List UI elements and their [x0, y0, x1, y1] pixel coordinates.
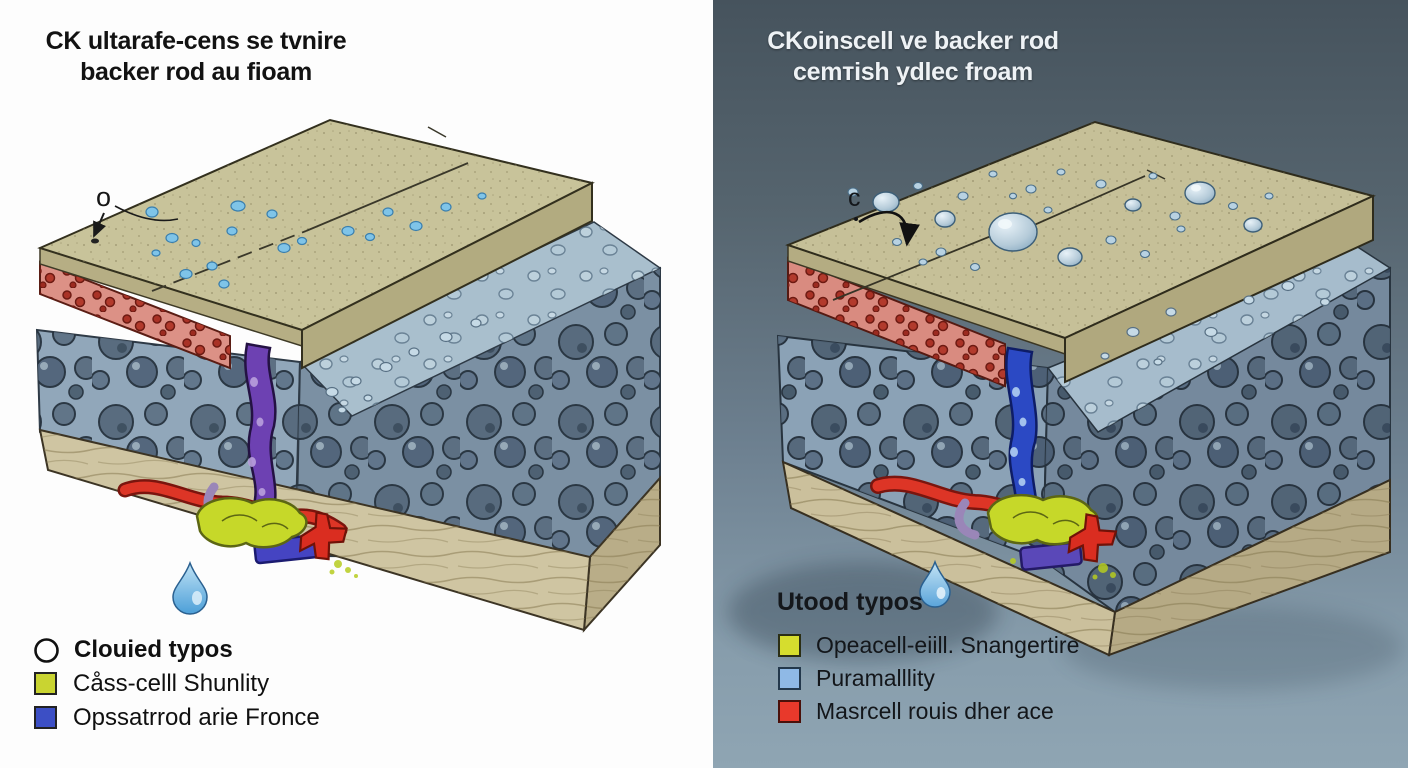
legend-row-open-cell: Cåss-celll Shunlity [33, 667, 320, 701]
legend-label: Opssatrrod arie Fronce [73, 704, 320, 731]
pointer-curve [114, 205, 179, 222]
green-splatter [329, 560, 358, 578]
cross-section-diagram-left: o [35, 118, 662, 633]
color-swatch-icon [778, 666, 801, 690]
crack-channel [1005, 346, 1039, 532]
right-title-line2: cemтish ydlec froam [793, 57, 1033, 86]
legend-label: Opeacell-eiill. Snangertire [816, 632, 1080, 658]
sealant-blobs [870, 475, 1118, 580]
legend-label: Clouied typos [74, 636, 233, 663]
foam-block [776, 243, 1392, 614]
left-title: CK ultarafe-cens se tvnire backer rod au… [20, 26, 372, 87]
yellow-sealant-blob [195, 496, 308, 549]
joint-seam-line [305, 162, 469, 232]
right-title: CKoinscell ve backer rod cemтish ydlec f… [728, 26, 1098, 87]
legend-row-permeability: Puramalllity [777, 662, 1079, 695]
water-droplet-icon [172, 560, 208, 615]
legend-heading: Utood typos [777, 588, 923, 616]
legend-label: Cåss-celll Shunlity [73, 670, 270, 697]
legend-label: Puramalllity [816, 665, 935, 691]
surface-label-c: c [848, 184, 861, 212]
red-sealant-cross [298, 511, 349, 561]
color-swatch-icon [778, 699, 801, 723]
color-swatch-icon [34, 706, 57, 729]
pointer-arrow [93, 212, 107, 238]
legend-row-open-cell: Opeacell-eiill. Snangertire [777, 629, 1079, 662]
legend-row-closed-cell: Opssatrrod arie Fronce [33, 701, 320, 735]
sealant-blobs [117, 479, 358, 578]
concrete-slab [785, 120, 1376, 384]
substrate-base [781, 460, 1391, 657]
small-water-droplets [847, 168, 1274, 272]
legend-label: Masrcell rouis dher ace [816, 698, 1054, 724]
pointer-arrow [858, 211, 920, 247]
joint-seam-line [151, 230, 307, 292]
circle-outline-icon [34, 637, 59, 663]
red-sealant-cross [1067, 513, 1118, 563]
surface-label-o: o [96, 182, 111, 212]
color-swatch-icon [778, 633, 801, 657]
legend-row-closed-cell: Masrcell rouis dher ace [777, 695, 1079, 728]
backer-rod-band [39, 260, 231, 370]
right-legend: Utood typos Opeacell-eiill. Snangertire … [777, 588, 1079, 728]
left-title-line2: backer rod au fioam [80, 57, 312, 86]
surface-label-group: o [91, 182, 179, 244]
surface-label-group: c [848, 184, 920, 247]
concrete-slab [37, 118, 595, 370]
right-panel: CKoinscell ve backer rod cemтish ydlec f… [713, 0, 1408, 768]
left-panel: CK ultarafe-cens se tvnire backer rod au… [20, 26, 662, 735]
left-title-line1: CK ultarafe-cens se tvnire [45, 27, 347, 55]
right-title-line1: CKoinscell ve backer rod [767, 27, 1059, 55]
green-splatter [1010, 558, 1116, 580]
foam-surface-beads [325, 318, 482, 414]
legend-row-cloud: Clouied typos [33, 633, 320, 667]
foam-surface-beads [1100, 280, 1331, 366]
cross-section-diagram-right: c [728, 120, 1403, 690]
large-water-droplets [872, 181, 1263, 267]
small-water-droplets [145, 192, 487, 289]
color-swatch-icon [34, 672, 57, 695]
backer-rod-band [787, 256, 1006, 388]
foam-block [35, 221, 662, 559]
left-legend: Clouied typos Cåss-celll Shunlity Opssat… [33, 633, 320, 735]
